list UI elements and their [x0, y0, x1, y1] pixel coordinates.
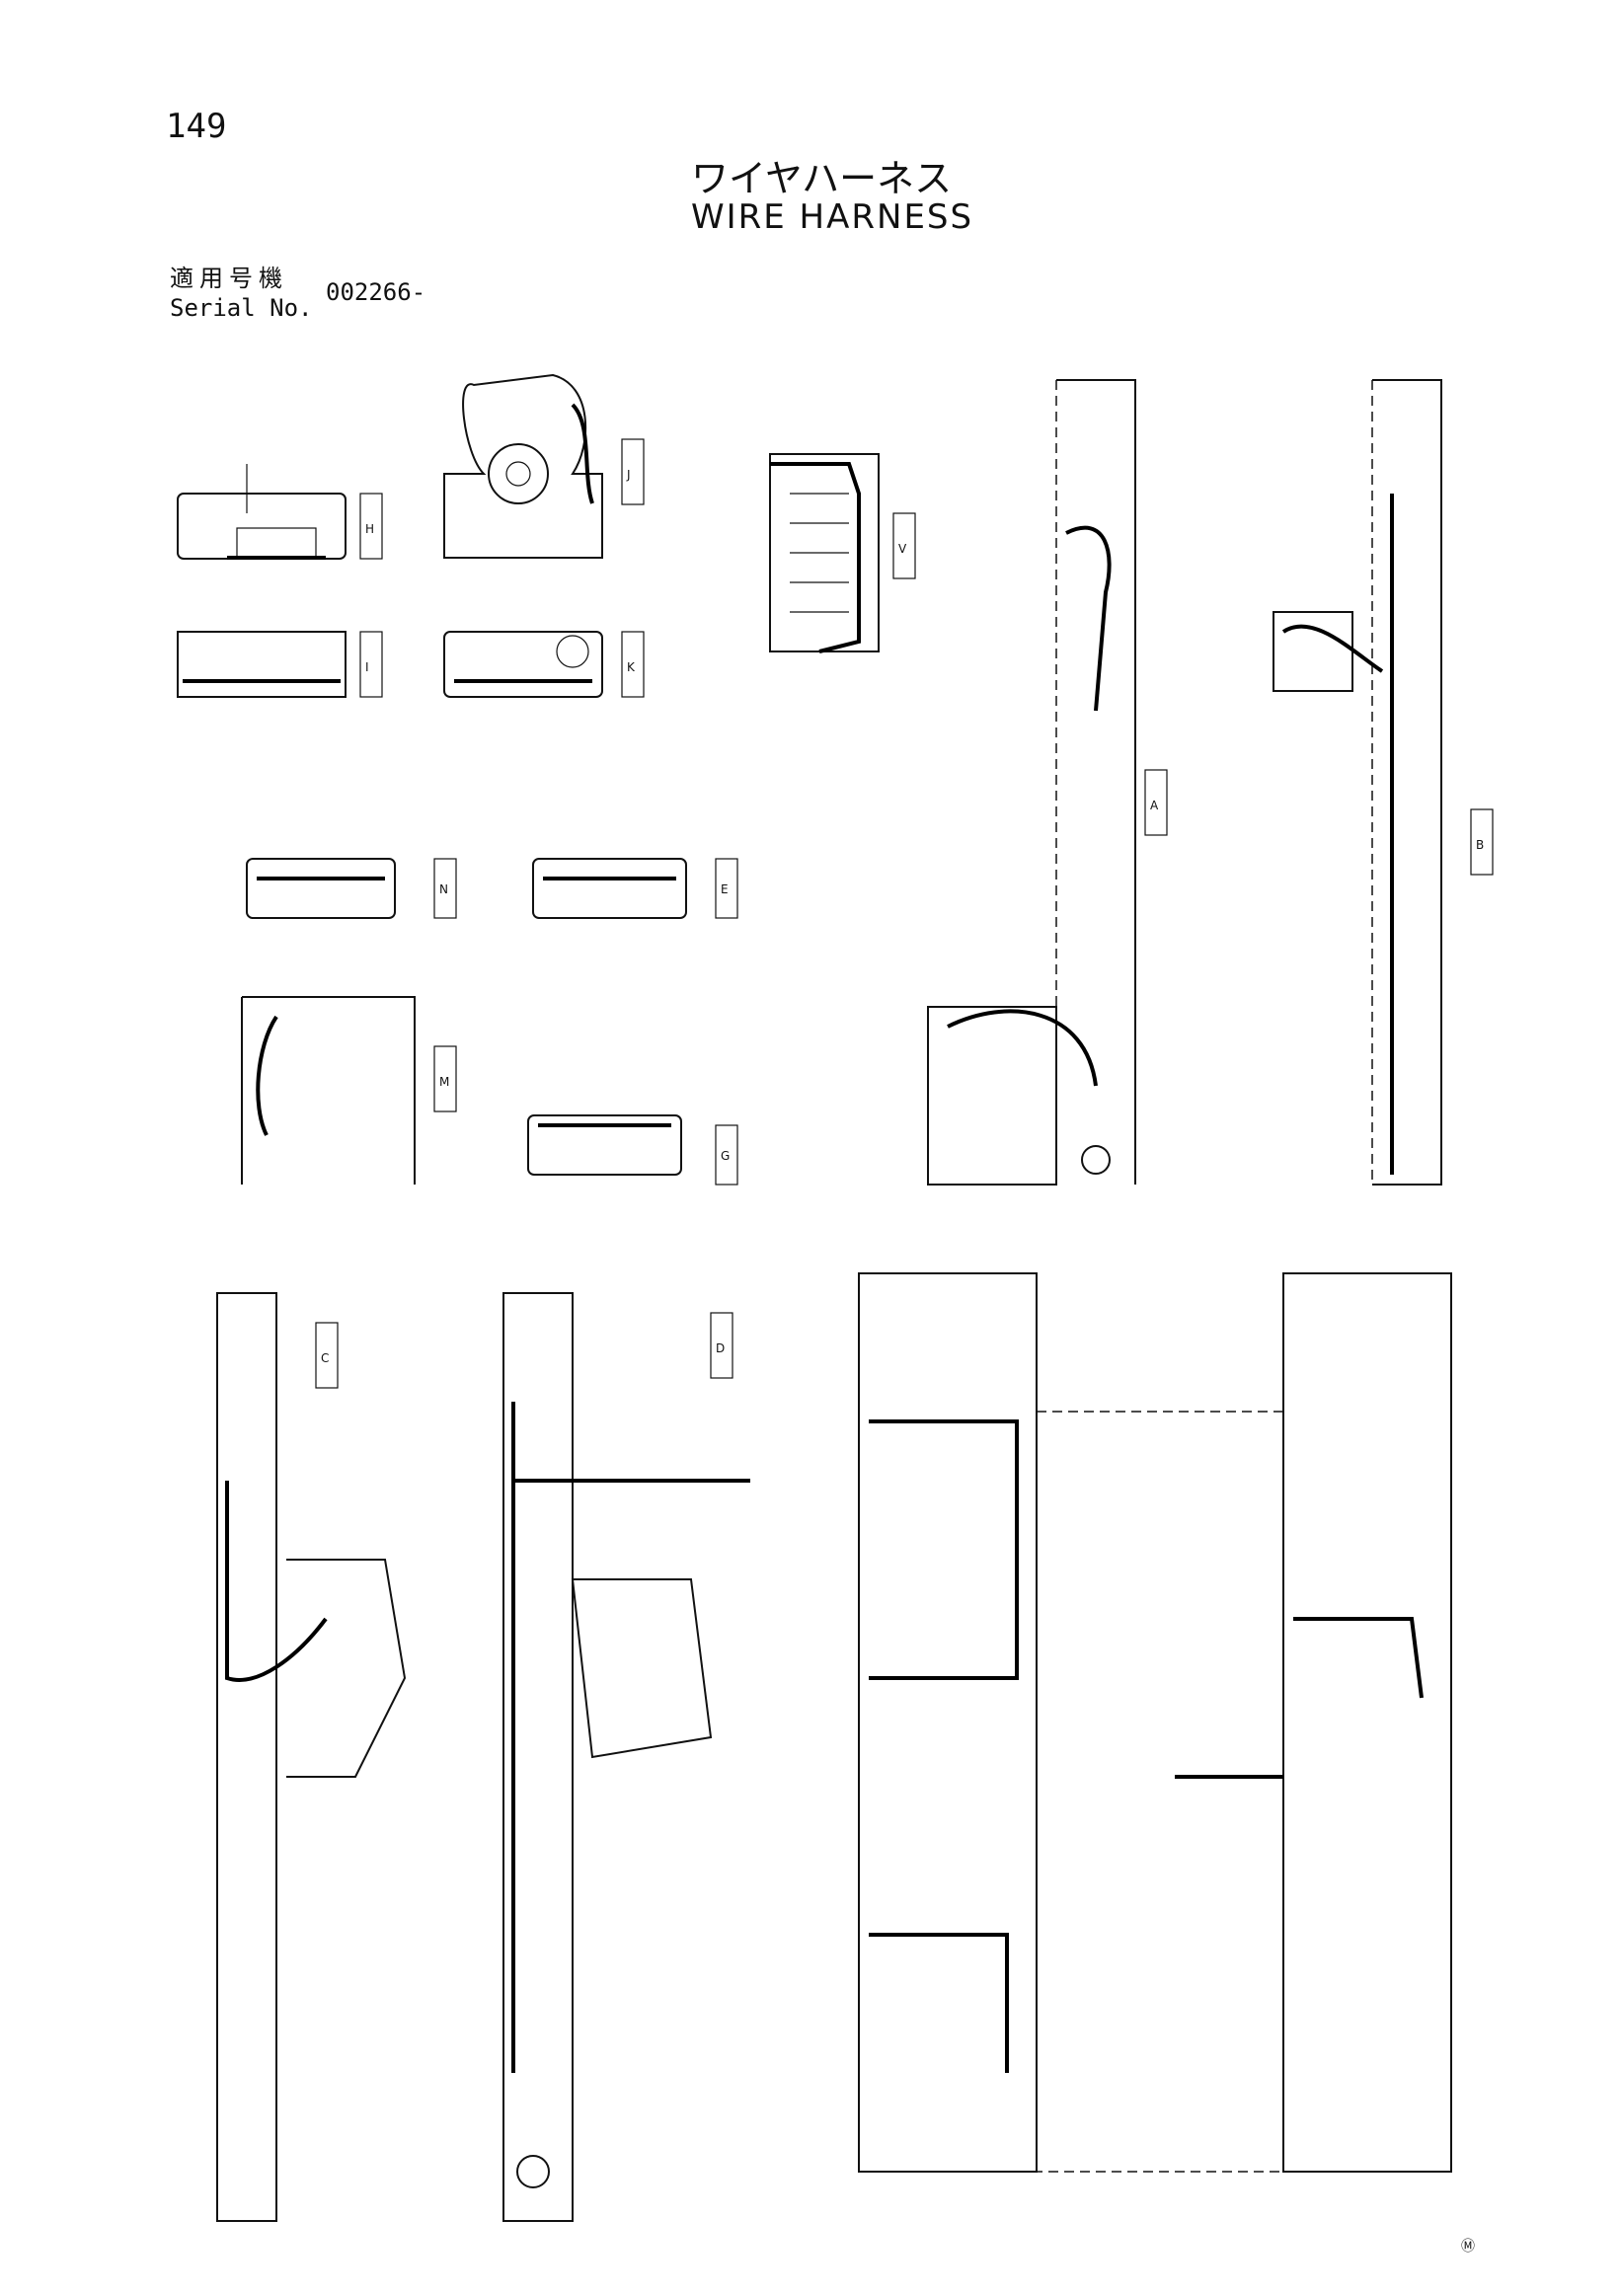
- page-number: 149: [166, 107, 227, 146]
- view-b: B: [1273, 379, 1494, 1186]
- svg-text:V: V: [898, 542, 907, 556]
- svg-text:J: J: [626, 468, 631, 482]
- svg-text:G: G: [721, 1149, 730, 1163]
- svg-text:D: D: [716, 1341, 725, 1355]
- svg-text:I: I: [365, 660, 369, 674]
- view-tag: H: [365, 522, 374, 536]
- serial-value: 002266-: [326, 278, 426, 306]
- svg-text:B: B: [1476, 838, 1484, 852]
- view-m: M: [241, 996, 457, 1185]
- svg-text:C: C: [321, 1351, 329, 1365]
- svg-text:A: A: [1150, 799, 1159, 812]
- serial-label-en: Serial No.: [170, 294, 313, 322]
- view-v: V: [769, 453, 916, 653]
- view-a: A: [927, 379, 1168, 1186]
- view-c: C: [216, 1292, 407, 2222]
- svg-text:N: N: [439, 882, 448, 896]
- page-title-en: WIRE HARNESS: [691, 197, 974, 237]
- svg-text:K: K: [627, 660, 636, 674]
- view-i: I: [177, 631, 383, 698]
- view-n: N: [246, 858, 457, 919]
- footer-mark: Ⓜ: [1461, 2239, 1475, 2255]
- page-title-jp: ワイヤハーネス: [691, 157, 953, 200]
- view-g: G: [527, 1114, 738, 1186]
- view-j: J: [443, 373, 645, 559]
- view-e: E: [532, 858, 738, 919]
- svg-text:E: E: [721, 882, 729, 896]
- main-frame: [858, 1272, 1452, 2173]
- view-d: D: [502, 1292, 750, 2222]
- serial-label-jp: 適用号機: [170, 265, 288, 292]
- view-k: K: [443, 631, 645, 698]
- svg-text:M: M: [439, 1075, 449, 1089]
- view-h: H: [177, 464, 383, 560]
